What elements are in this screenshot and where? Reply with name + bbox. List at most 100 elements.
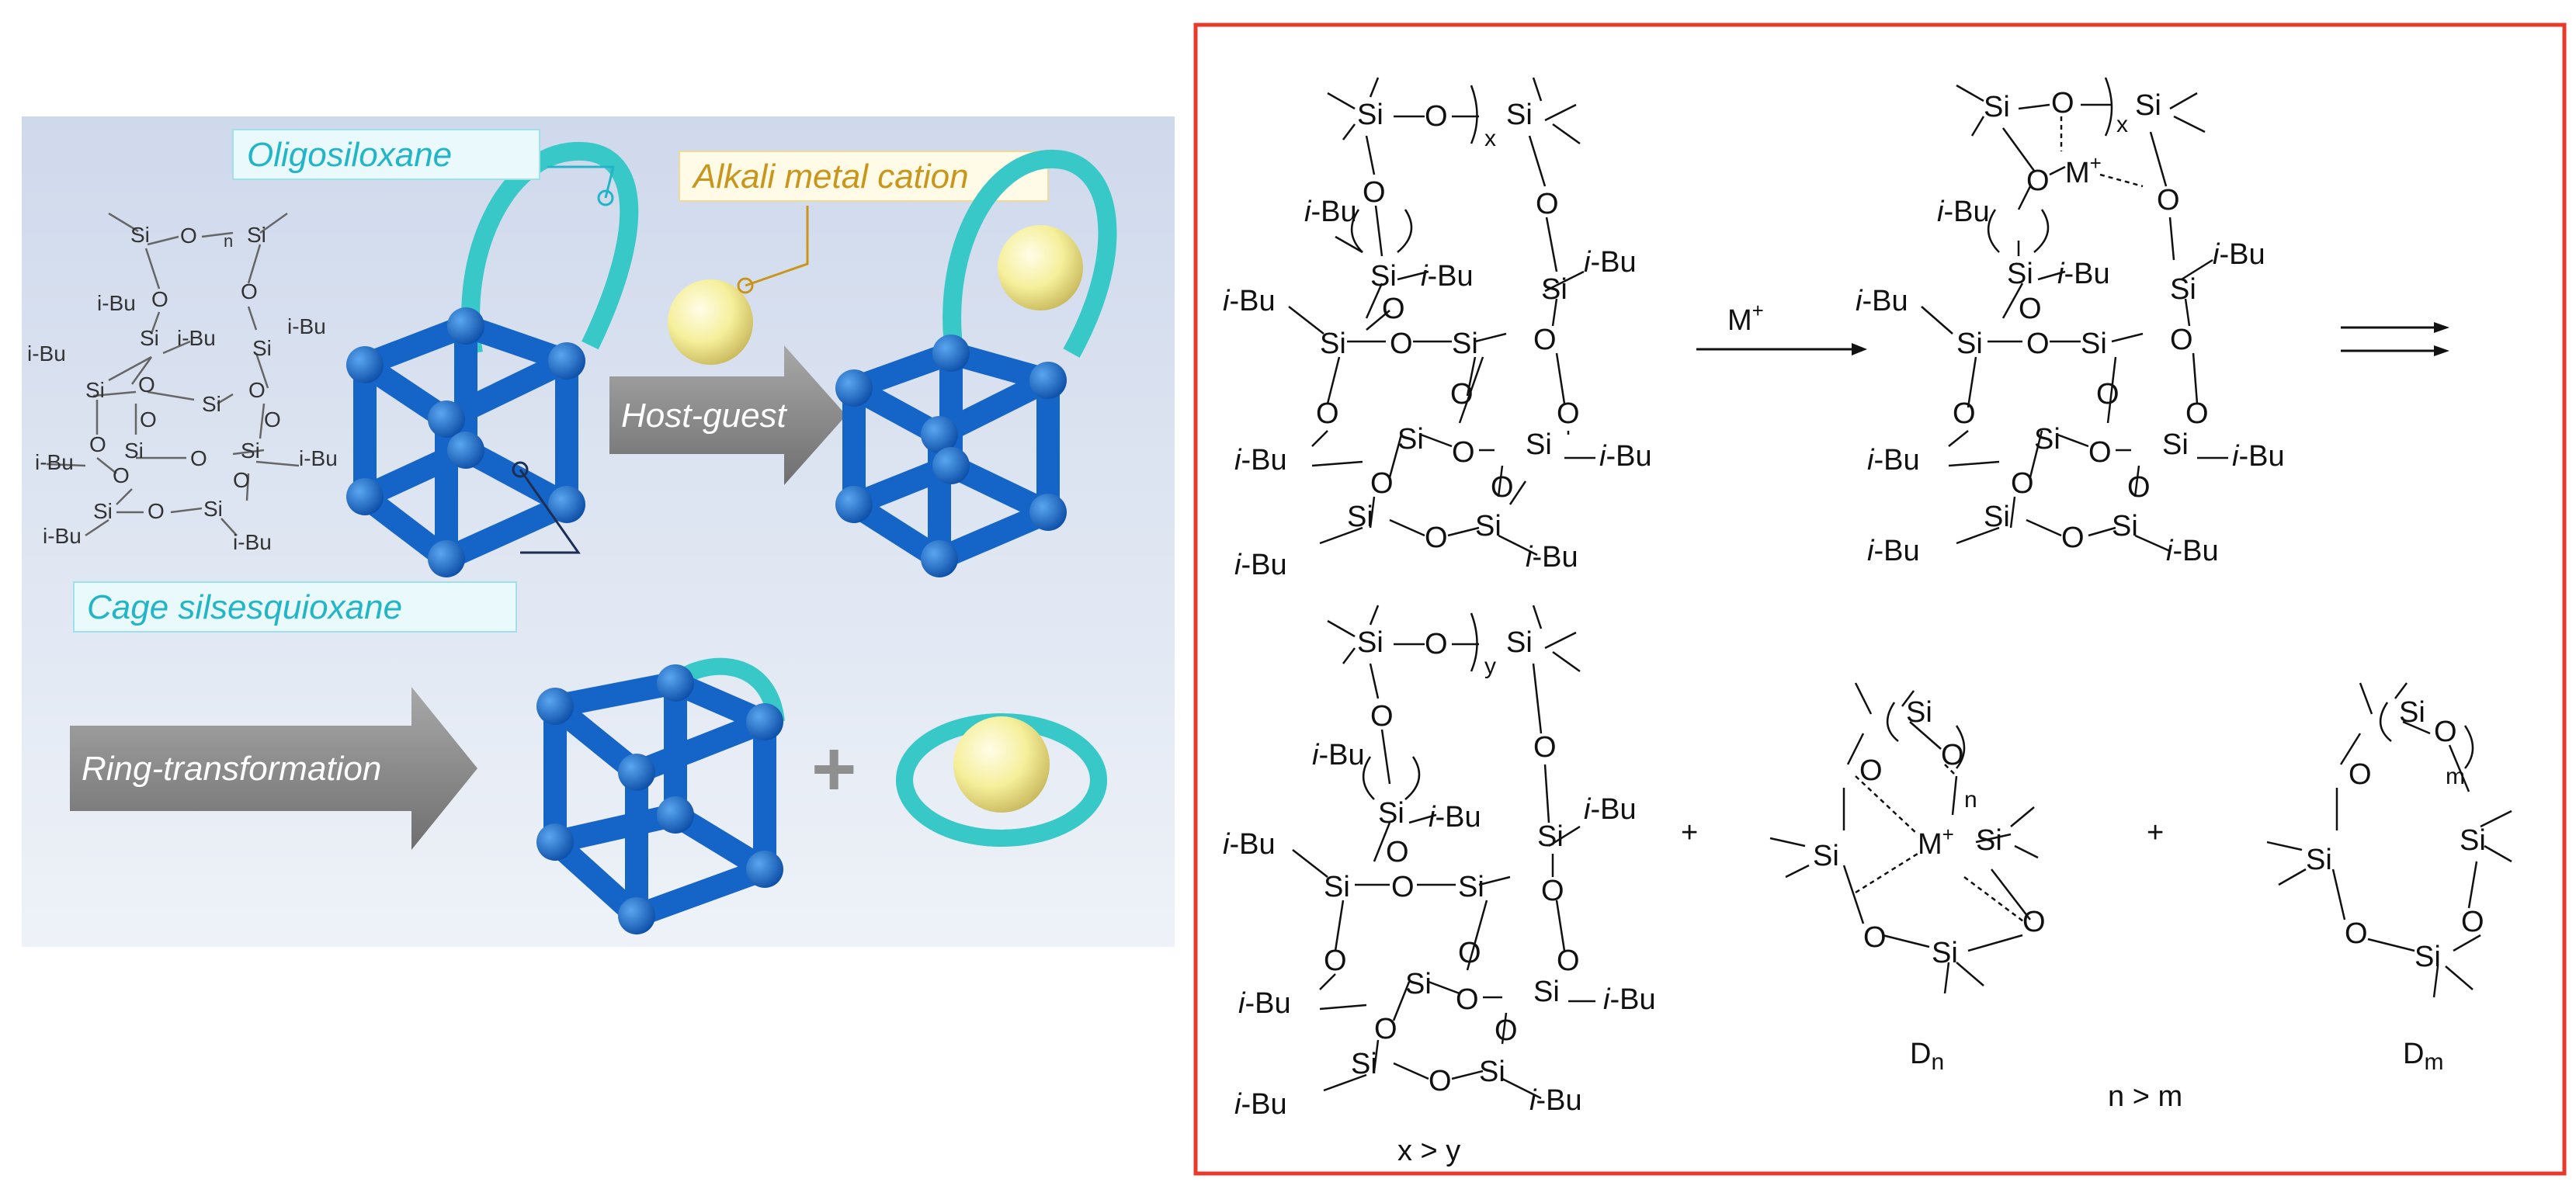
c-o-5: O bbox=[1541, 875, 1564, 907]
dm-o-1: O bbox=[2349, 758, 2372, 791]
c-si-4: Si bbox=[1537, 820, 1564, 853]
c-si-10: Si bbox=[1479, 1056, 1505, 1088]
c-sub-y: y bbox=[1484, 653, 1496, 679]
c-o-4: O bbox=[1386, 836, 1409, 868]
product-cage bbox=[536, 657, 785, 934]
mini-ibu-2: i-Bu bbox=[177, 326, 216, 350]
b-o-8: O bbox=[2096, 378, 2119, 411]
left-plus-sign: + bbox=[811, 726, 856, 813]
cage-silsesquioxane-label: Cage silsesquioxane bbox=[87, 588, 402, 626]
b-o-4: O bbox=[2019, 293, 2042, 325]
a-o-1: O bbox=[1425, 100, 1448, 133]
c-ibu-2: i-Bu bbox=[1429, 801, 1481, 834]
b-si-7: Si bbox=[2034, 423, 2060, 456]
a-ibu-5: i-Bu bbox=[1599, 440, 1652, 473]
b-sub-x: x bbox=[2116, 112, 2128, 137]
alkali-cation-sphere bbox=[668, 279, 753, 365]
a-ibu-6: i-Bu bbox=[1234, 444, 1287, 477]
b-ibu-7: i-Bu bbox=[1867, 535, 1920, 567]
mini-o-12: O bbox=[148, 499, 165, 523]
c-si-7: Si bbox=[1405, 968, 1432, 1000]
a-o-4: O bbox=[1382, 293, 1405, 325]
c-o-7: O bbox=[1324, 945, 1347, 977]
dn-caption: Dn bbox=[1910, 1038, 1944, 1075]
c-ibu-1: i-Bu bbox=[1312, 739, 1365, 771]
mini-o-1: O bbox=[180, 224, 197, 248]
mini-ibu-6: i-Bu bbox=[35, 450, 74, 474]
b-o-6: O bbox=[2026, 328, 2050, 360]
oligosiloxane-callout: Oligosiloxane bbox=[232, 129, 615, 206]
a-ibu-1: i-Bu bbox=[1304, 196, 1357, 228]
dm-sub-m: m bbox=[2446, 764, 2465, 789]
dm-si-4: Si bbox=[2415, 941, 2441, 973]
b-o-7: O bbox=[1953, 397, 1976, 430]
a-ibu-2: i-Bu bbox=[1421, 260, 1474, 293]
a-si-10: Si bbox=[1475, 510, 1502, 543]
mini-si-5: Si bbox=[85, 378, 105, 402]
mini-sub-n: n bbox=[224, 231, 233, 251]
mini-o-2: O bbox=[151, 287, 168, 311]
oligosiloxane-ring-2 bbox=[943, 149, 1117, 359]
host-guest-label: Host-guest bbox=[621, 397, 788, 435]
alkali-cation-label: Alkali metal cation bbox=[691, 158, 969, 196]
a-si-9: Si bbox=[1347, 501, 1373, 533]
a-si-1: Si bbox=[1357, 99, 1383, 131]
a-o-6: O bbox=[1390, 328, 1413, 360]
c-ibu-6: i-Bu bbox=[1238, 987, 1291, 1020]
mini-si-9: Si bbox=[93, 499, 113, 523]
a-o-11: O bbox=[1370, 467, 1394, 500]
c-si-6: Si bbox=[1458, 871, 1484, 903]
mini-ibu-4: i-Bu bbox=[27, 341, 66, 366]
a-si-6: Si bbox=[1452, 328, 1478, 360]
dm-si-1: Si bbox=[2399, 696, 2425, 729]
c-o-6: O bbox=[1391, 871, 1415, 903]
mini-ibu-8: i-Bu bbox=[233, 530, 272, 554]
a-o-13: O bbox=[1425, 522, 1448, 554]
dn-o-3: O bbox=[1863, 921, 1887, 954]
c-o-8: O bbox=[1458, 937, 1481, 969]
b-si-9: Si bbox=[1984, 501, 2010, 533]
b-o-3: O bbox=[2157, 184, 2180, 217]
b-si-1: Si bbox=[1984, 91, 2010, 123]
a-si-2: Si bbox=[1506, 99, 1533, 131]
host-guest-arrow: Host-guest bbox=[609, 345, 846, 485]
b-si-5: Si bbox=[1956, 328, 1983, 360]
free-ring-with-cation bbox=[896, 713, 1107, 847]
c-ibu-8: i-Bu bbox=[1529, 1084, 1582, 1117]
c-o-2: O bbox=[1370, 700, 1394, 733]
a-si-7: Si bbox=[1397, 423, 1424, 456]
dm-caption: Dm bbox=[2403, 1038, 2443, 1075]
dn-si-4: Si bbox=[1932, 937, 1958, 969]
b-metal: M+ bbox=[2065, 151, 2102, 189]
b-o-5: O bbox=[2170, 324, 2193, 356]
dm-o-3: O bbox=[2345, 917, 2368, 950]
mini-si-3: Si bbox=[140, 326, 159, 350]
b-si-8: Si bbox=[2162, 428, 2189, 461]
mini-si-7: Si bbox=[124, 439, 144, 463]
a-si-5: Si bbox=[1320, 328, 1346, 360]
dm-si-3: Si bbox=[2460, 824, 2486, 857]
mini-o-3: O bbox=[241, 279, 258, 303]
b-o-11: O bbox=[2011, 467, 2034, 500]
dn-si-1: Si bbox=[1906, 696, 1932, 729]
c-si-1: Si bbox=[1357, 626, 1383, 659]
c-o-10: O bbox=[1456, 983, 1479, 1016]
mini-ibu-3: i-Bu bbox=[287, 314, 326, 338]
c-o-9: O bbox=[1557, 945, 1580, 977]
c-o-12: O bbox=[1495, 1014, 1518, 1047]
a-o-3: O bbox=[1536, 188, 1559, 220]
oligosiloxane-label: Oligosiloxane bbox=[247, 136, 452, 174]
a-o-12: O bbox=[1491, 471, 1514, 504]
a-o-2: O bbox=[1363, 176, 1386, 209]
b-si-6: Si bbox=[2081, 328, 2107, 360]
dm-o-4: O bbox=[2461, 906, 2484, 938]
mini-si-1: Si bbox=[130, 223, 150, 247]
plus-sign-2: + bbox=[2147, 816, 2164, 849]
a-o-10: O bbox=[1452, 436, 1475, 469]
multi-step-arrow bbox=[2341, 322, 2449, 356]
mini-si-8: Si bbox=[241, 439, 260, 463]
dm-o-2: O bbox=[2434, 716, 2457, 748]
dn-si-3: Si bbox=[1976, 824, 2002, 857]
c-o-11: O bbox=[1374, 1013, 1397, 1045]
